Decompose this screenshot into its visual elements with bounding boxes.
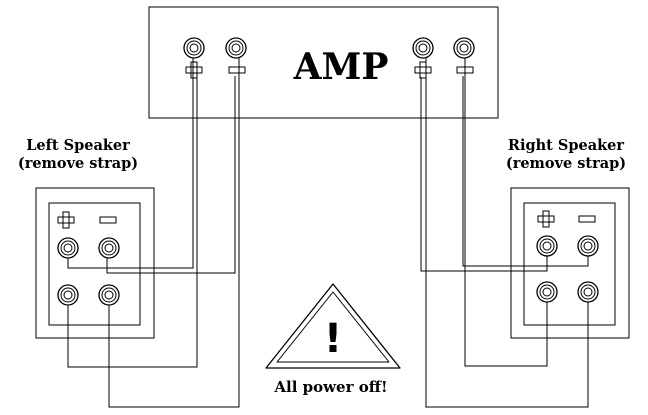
amp-box (148, 6, 499, 119)
left-speaker-lower-negative-terminal (98, 284, 120, 306)
left-speaker-title: Left Speaker (26, 137, 130, 154)
amp-left-negative-terminal (225, 37, 247, 59)
right-speaker-upper-negative-terminal (577, 235, 599, 257)
wire-left-lower-positive (67, 77, 198, 368)
left-speaker-minus-icon (99, 216, 117, 224)
left-speaker-upper-positive-terminal (57, 237, 79, 259)
wire-left-lower-negative (108, 58, 240, 408)
right-speaker-upper-positive-terminal (536, 235, 558, 257)
right-speaker-title: Right Speaker (508, 137, 624, 154)
warning-exclamation-icon: ! (324, 316, 342, 362)
right-speaker-minus-icon (578, 215, 596, 223)
right-speaker-terminal-plate (523, 202, 616, 326)
wire-right-upper-positive (420, 77, 548, 272)
left-speaker-outer-box (35, 187, 155, 339)
wire-right-lower-positive (464, 58, 548, 367)
right-speaker-lower-positive-terminal (536, 281, 558, 303)
left-speaker-plus-icon (57, 211, 75, 229)
right-speaker-lower-negative-terminal (577, 281, 599, 303)
amp-left-minus-icon (228, 66, 246, 74)
wire-right-lower-negative (425, 58, 589, 408)
amp-right-positive-terminal (412, 37, 434, 59)
right-speaker-subtitle: (remove strap) (506, 155, 626, 172)
wire-left-upper-positive (67, 58, 194, 269)
wire-left-upper-negative (106, 76, 236, 274)
left-speaker-subtitle: (remove strap) (18, 155, 138, 172)
left-speaker-upper-negative-terminal (98, 237, 120, 259)
left-speaker-lower-positive-terminal (57, 284, 79, 306)
warning-label: All power off! (273, 378, 387, 396)
right-speaker-plus-icon (537, 210, 555, 228)
amp-left-plus-icon (185, 61, 203, 79)
wire-right-upper-negative (462, 76, 589, 267)
amp-right-negative-terminal (453, 37, 475, 59)
amp-right-plus-icon (414, 61, 432, 79)
left-speaker-terminal-plate (48, 202, 141, 326)
amp-left-positive-terminal (183, 37, 205, 59)
right-speaker-outer-box (510, 187, 630, 339)
warning-triangle-icon (265, 283, 401, 369)
amp-label: AMP (293, 46, 389, 88)
